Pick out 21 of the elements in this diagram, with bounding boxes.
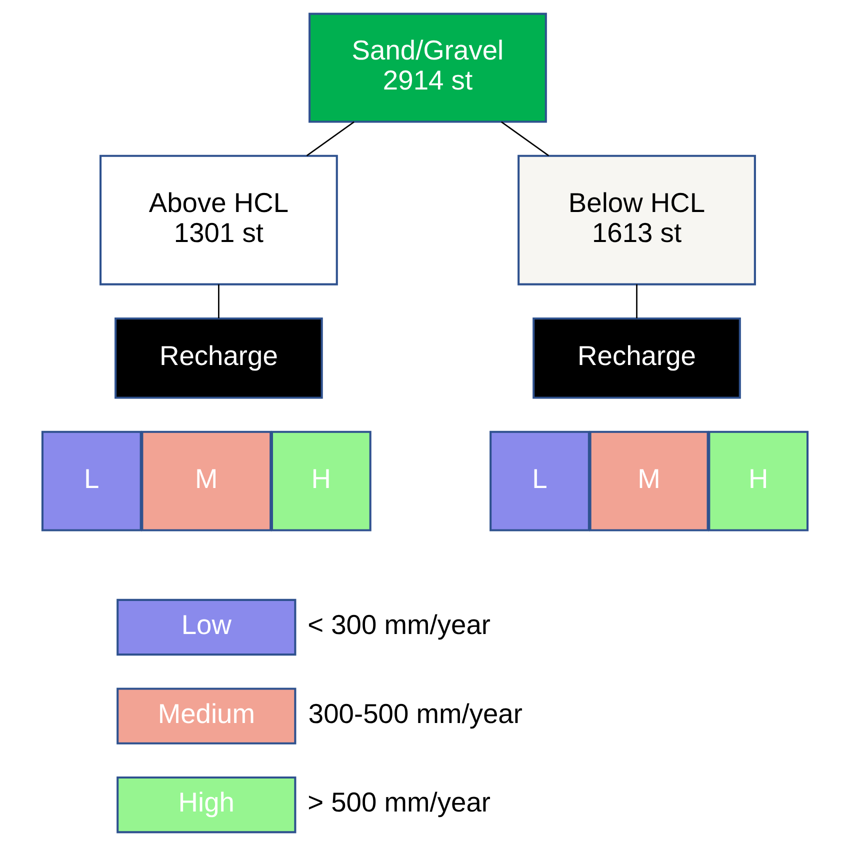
connector xyxy=(501,121,550,156)
connector xyxy=(218,284,220,318)
node-label: < 300 mm/year xyxy=(308,609,491,640)
node-box: High xyxy=(116,776,296,834)
node-box: Above HCL 1301 st xyxy=(100,154,338,286)
node-box: Sand/Gravel 2914 st xyxy=(308,12,547,123)
node-box: M xyxy=(589,430,709,532)
node-box: L xyxy=(41,430,142,532)
node-box: H xyxy=(270,430,372,532)
node-box: Low xyxy=(116,598,296,656)
connector xyxy=(306,121,354,156)
node-box: Recharge xyxy=(532,317,741,399)
node-box: Recharge xyxy=(114,317,323,399)
node-box: M xyxy=(141,430,272,532)
node-box: H xyxy=(708,430,809,532)
node-label: 300-500 mm/year xyxy=(308,698,522,729)
node-box: Medium xyxy=(116,688,296,744)
node-label: > 500 mm/year xyxy=(308,786,491,818)
node-box: L xyxy=(490,430,590,532)
node-box: Below HCL 1613 st xyxy=(518,154,756,286)
connector xyxy=(636,284,638,318)
